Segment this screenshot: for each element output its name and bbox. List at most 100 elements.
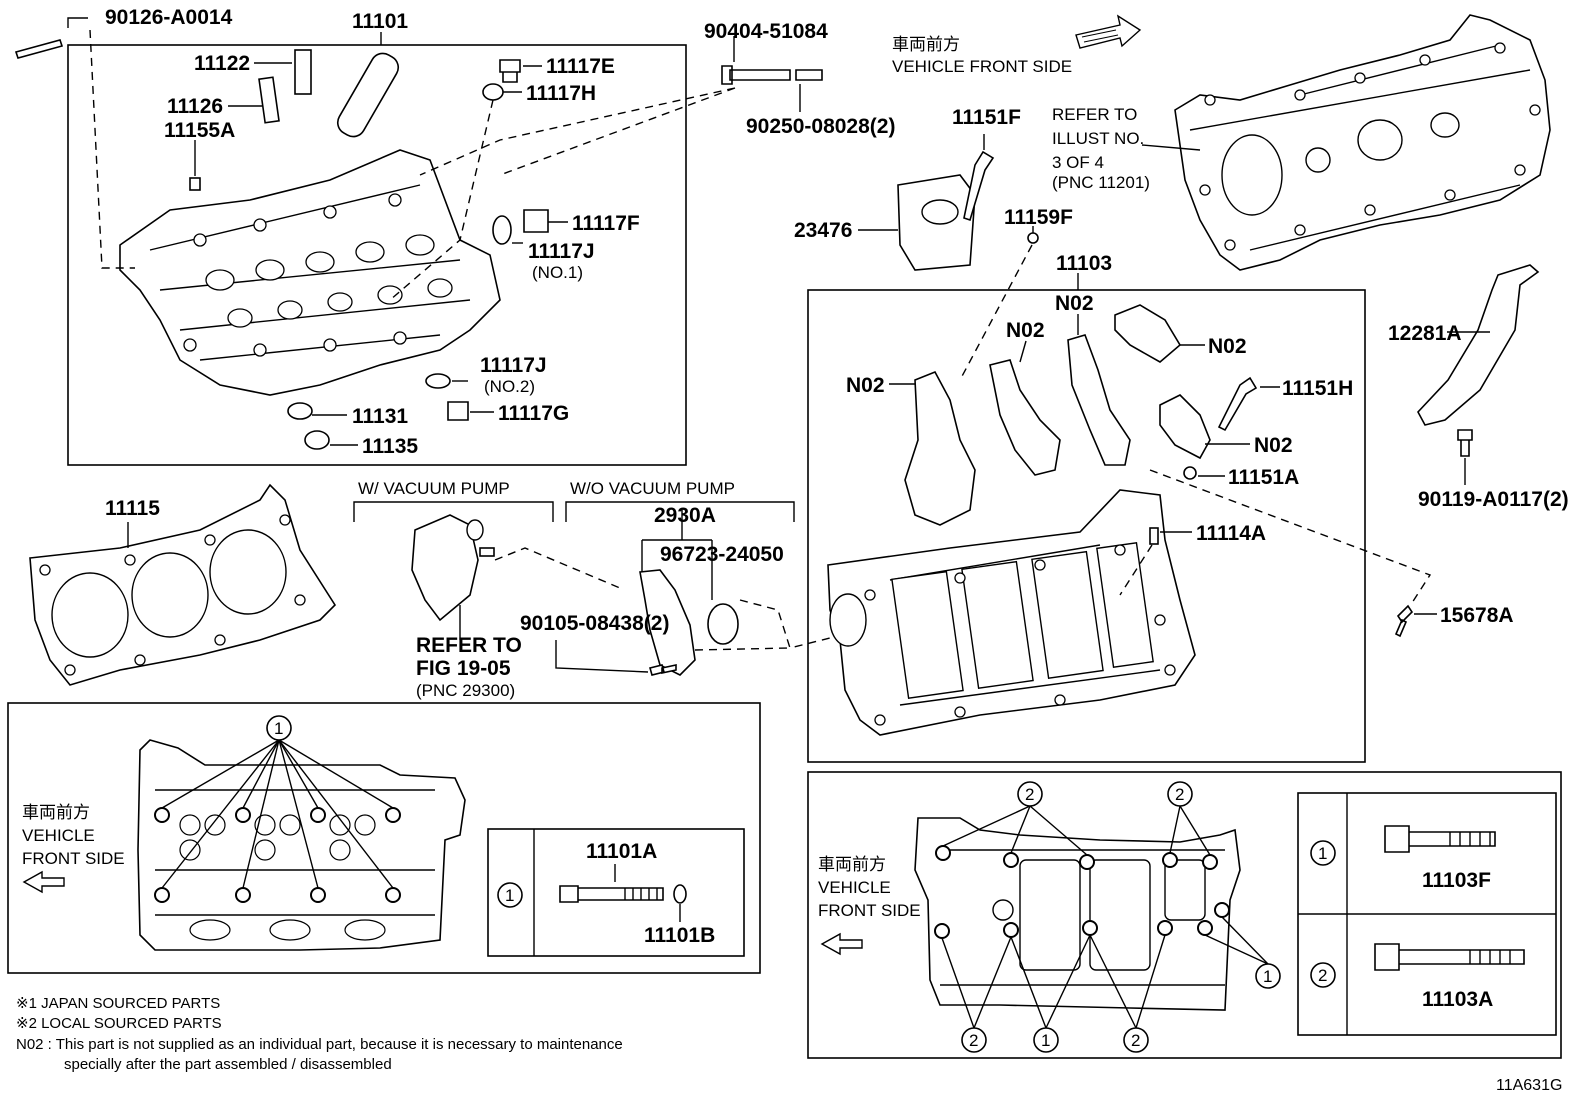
label-11117g: 11117G	[498, 402, 569, 425]
label-n02-c: N02	[1208, 335, 1247, 358]
cap-n02-1	[904, 370, 976, 526]
guide-11126	[258, 76, 280, 124]
label-fig-2: FIG 19-05	[416, 657, 511, 680]
callout-2d: 2	[1131, 1031, 1140, 1050]
stud-90126	[14, 39, 64, 59]
label-refer-1: REFER TO	[1052, 105, 1137, 124]
callout-2c: 2	[969, 1031, 978, 1050]
label-90105-08438: 90105-08438(2)	[520, 612, 669, 635]
label-wo-vacuum-pump: W/O VACUUM PUMP	[570, 479, 735, 498]
bolt-11151H	[1217, 376, 1258, 432]
bolt-11151F	[963, 150, 995, 222]
guide-11122	[294, 49, 312, 95]
bolt-11101A-icon	[559, 885, 664, 903]
bolt-11103A-icon	[1374, 943, 1525, 971]
pin-11114A	[1149, 527, 1159, 545]
head-gasket-drawing	[29, 483, 337, 686]
valve-cover-drawing	[1174, 14, 1551, 271]
camshaft-housing-drawing	[827, 489, 1196, 736]
washer-11101B-icon	[673, 884, 687, 904]
label-2930a: 2930A	[654, 504, 716, 527]
callout-2a: 2	[1025, 785, 1034, 804]
callout-1-label: 1	[274, 719, 283, 738]
label-11117j-1-note: (NO.1)	[532, 263, 583, 282]
label-90119-a0117: 90119-A0117(2)	[1418, 488, 1569, 511]
label-11126: 11126	[167, 95, 223, 118]
note-local-sourced: ※2 LOCAL SOURCED PARTS	[16, 1015, 222, 1032]
bracket-12281A	[1417, 264, 1540, 426]
note-n02-cont: specially after the part assembled / dis…	[64, 1056, 392, 1073]
labels: 90126-A0014 11101 11122 11126 11155A 111…	[16, 6, 1569, 1094]
callout-1b: 1	[1263, 967, 1272, 986]
plug-11117F	[523, 209, 549, 233]
pin-15678A	[1394, 604, 1414, 638]
pin-11151A	[1183, 466, 1197, 480]
tube-11101	[336, 52, 400, 138]
label-11131: 11131	[352, 405, 408, 428]
housing-bolt-inset-frame	[807, 771, 1562, 1059]
pin-90250	[795, 69, 823, 81]
label-11151a: 11151A	[1228, 466, 1299, 489]
gasket-11117J1	[492, 215, 512, 245]
oring-96723	[707, 603, 739, 645]
label-11117h: 11117H	[526, 82, 596, 105]
label-n02-e: N02	[1254, 434, 1293, 457]
label-90404-51084: 90404-51084	[704, 20, 828, 43]
bolt-90119	[1457, 429, 1473, 457]
label-11117f: 11117F	[572, 212, 640, 235]
label-12281a: 12281A	[1388, 322, 1462, 345]
cover-2930A	[639, 569, 696, 676]
label-front-jp: 車両前方	[892, 35, 960, 54]
bolt-table-1	[487, 828, 745, 957]
label-90126-a0014: 90126-A0014	[105, 6, 233, 29]
illustration-code: 11A631G	[1496, 1077, 1562, 1094]
label-n02-d: N02	[846, 374, 885, 397]
label-inset1-vehicle: VEHICLE	[22, 826, 95, 845]
note-n02: N02 : This part is not supplied as an in…	[16, 1036, 623, 1053]
note-japan-sourced: ※1 JAPAN SOURCED PARTS	[16, 995, 220, 1012]
label-11151f: 11151F	[952, 106, 1021, 129]
label-11101b: 11101B	[644, 924, 715, 947]
label-11117j-2-note: (NO.2)	[484, 377, 535, 396]
front-arrow-left-icon	[22, 870, 65, 894]
label-11101a: 11101A	[586, 840, 657, 863]
table2-circle-1: 1	[1318, 844, 1327, 863]
head-bolt-inset-frame	[7, 702, 761, 974]
housing-top-view	[914, 817, 1241, 1011]
label-11135: 11135	[362, 435, 418, 458]
label-11103: 11103	[1056, 252, 1112, 275]
label-96723-24050: 96723-24050	[660, 543, 784, 566]
seal-11135	[304, 430, 330, 450]
bolt-11103F-icon	[1384, 825, 1496, 853]
gasket-11117J2	[425, 373, 451, 389]
cylinder-head-frame	[67, 44, 687, 466]
plug-11117G	[447, 401, 469, 421]
label-front-en: VEHICLE FRONT SIDE	[892, 57, 1072, 76]
callout-circle-1a	[266, 715, 292, 741]
cap-n02-3	[1067, 334, 1131, 466]
seal-11131	[287, 402, 313, 420]
label-w-vacuum-pump: W/ VACUUM PUMP	[358, 479, 510, 498]
label-fig-3: (PNC 29300)	[416, 681, 515, 700]
plug-11117E	[499, 59, 521, 83]
label-refer-3: 3 OF 4	[1052, 153, 1104, 172]
cap-n02-4	[1114, 304, 1182, 363]
table1-circle-1: 1	[505, 886, 514, 905]
label-n02-a: N02	[1055, 292, 1094, 315]
label-inset2-front: FRONT SIDE	[818, 901, 921, 920]
front-arrow-left-icon-2	[820, 932, 863, 956]
callout-2b: 2	[1175, 785, 1184, 804]
label-11155a: 11155A	[164, 119, 235, 142]
label-11101: 11101	[352, 10, 408, 33]
label-11103f: 11103F	[1422, 869, 1491, 892]
pin-11155A	[189, 177, 201, 191]
label-90250-08028: 90250-08028(2)	[746, 115, 895, 138]
label-11117j-2: 11117J	[480, 354, 547, 377]
label-11159f: 11159F	[1004, 206, 1073, 229]
label-inset2-vehicle: VEHICLE	[818, 878, 891, 897]
cap-n02-5	[1159, 394, 1211, 460]
camshaft-housing-frame	[807, 289, 1366, 763]
label-23476: 23476	[794, 219, 852, 242]
